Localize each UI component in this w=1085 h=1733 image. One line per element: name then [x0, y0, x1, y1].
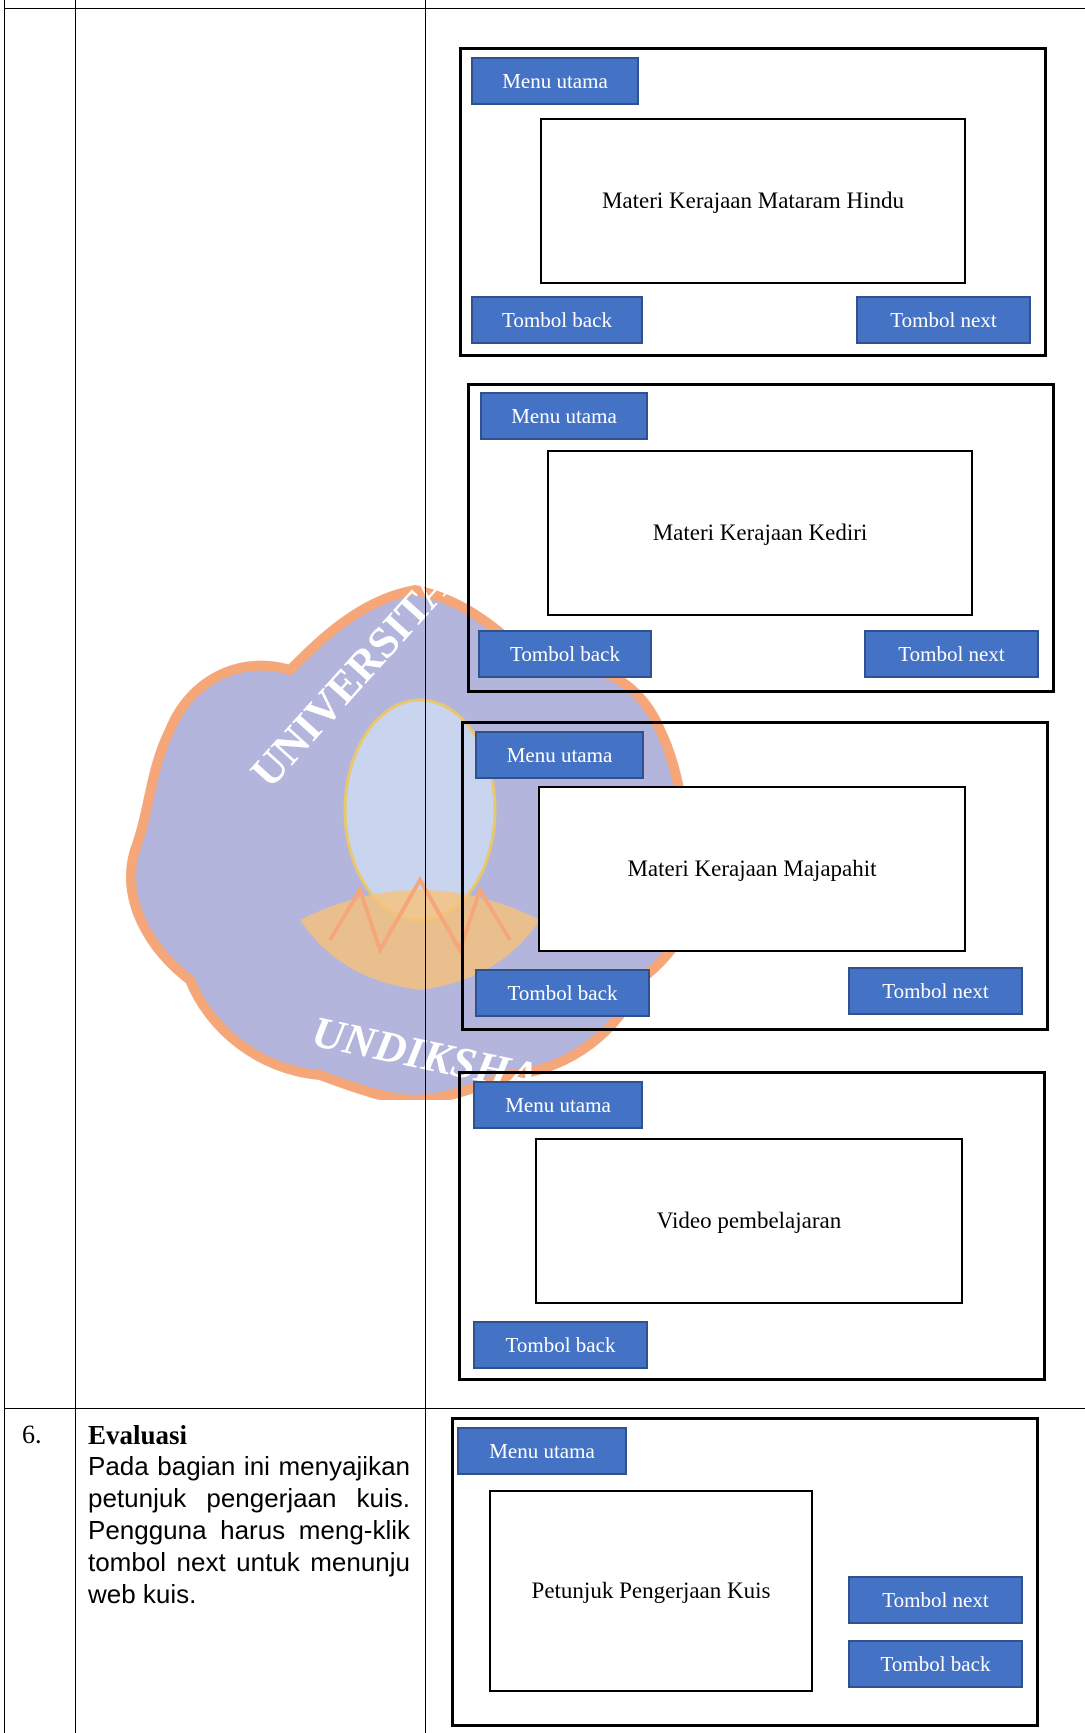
table-col2-border [425, 0, 426, 1733]
table-row-divider [4, 1408, 1085, 1409]
screen-mataram-frame [459, 47, 1047, 357]
back-button[interactable]: Tombol back [478, 630, 652, 678]
back-button[interactable]: Tombol back [475, 969, 650, 1017]
menu-utama-button[interactable]: Menu utama [471, 57, 639, 105]
next-button[interactable]: Tombol next [848, 967, 1023, 1015]
menu-utama-button[interactable]: Menu utama [480, 392, 648, 440]
row-description: Evaluasi Pada bagian ini menyajikan petu… [88, 1420, 410, 1610]
content-area: Materi Kerajaan Majapahit [538, 786, 966, 952]
row-description-text: Pada bagian ini menyajikan petunjuk peng… [88, 1451, 410, 1609]
content-area: Materi Kerajaan Mataram Hindu [540, 118, 966, 284]
screen-video-frame [458, 1071, 1046, 1381]
menu-utama-button[interactable]: Menu utama [473, 1081, 643, 1129]
content-area: Materi Kerajaan Kediri [547, 450, 973, 616]
row-number: 6. [22, 1420, 42, 1449]
screen-kediri-frame [467, 383, 1055, 693]
table-top-border [4, 8, 1085, 9]
screen-evaluasi-frame [451, 1417, 1039, 1727]
back-button[interactable]: Tombol back [848, 1640, 1023, 1688]
next-button[interactable]: Tombol next [856, 296, 1031, 344]
table-col1-border [75, 0, 76, 1733]
screen-majapahit-frame [461, 721, 1049, 1031]
content-area: Petunjuk Pengerjaan Kuis [489, 1490, 813, 1692]
menu-utama-button[interactable]: Menu utama [475, 731, 644, 779]
next-button[interactable]: Tombol next [848, 1576, 1023, 1624]
next-button[interactable]: Tombol next [864, 630, 1039, 678]
menu-utama-button[interactable]: Menu utama [457, 1427, 627, 1475]
table-left-border [4, 0, 5, 1733]
content-area: Video pembelajaran [535, 1138, 963, 1304]
back-button[interactable]: Tombol back [473, 1321, 648, 1369]
row-title: Evaluasi [88, 1420, 188, 1450]
back-button[interactable]: Tombol back [471, 296, 643, 344]
